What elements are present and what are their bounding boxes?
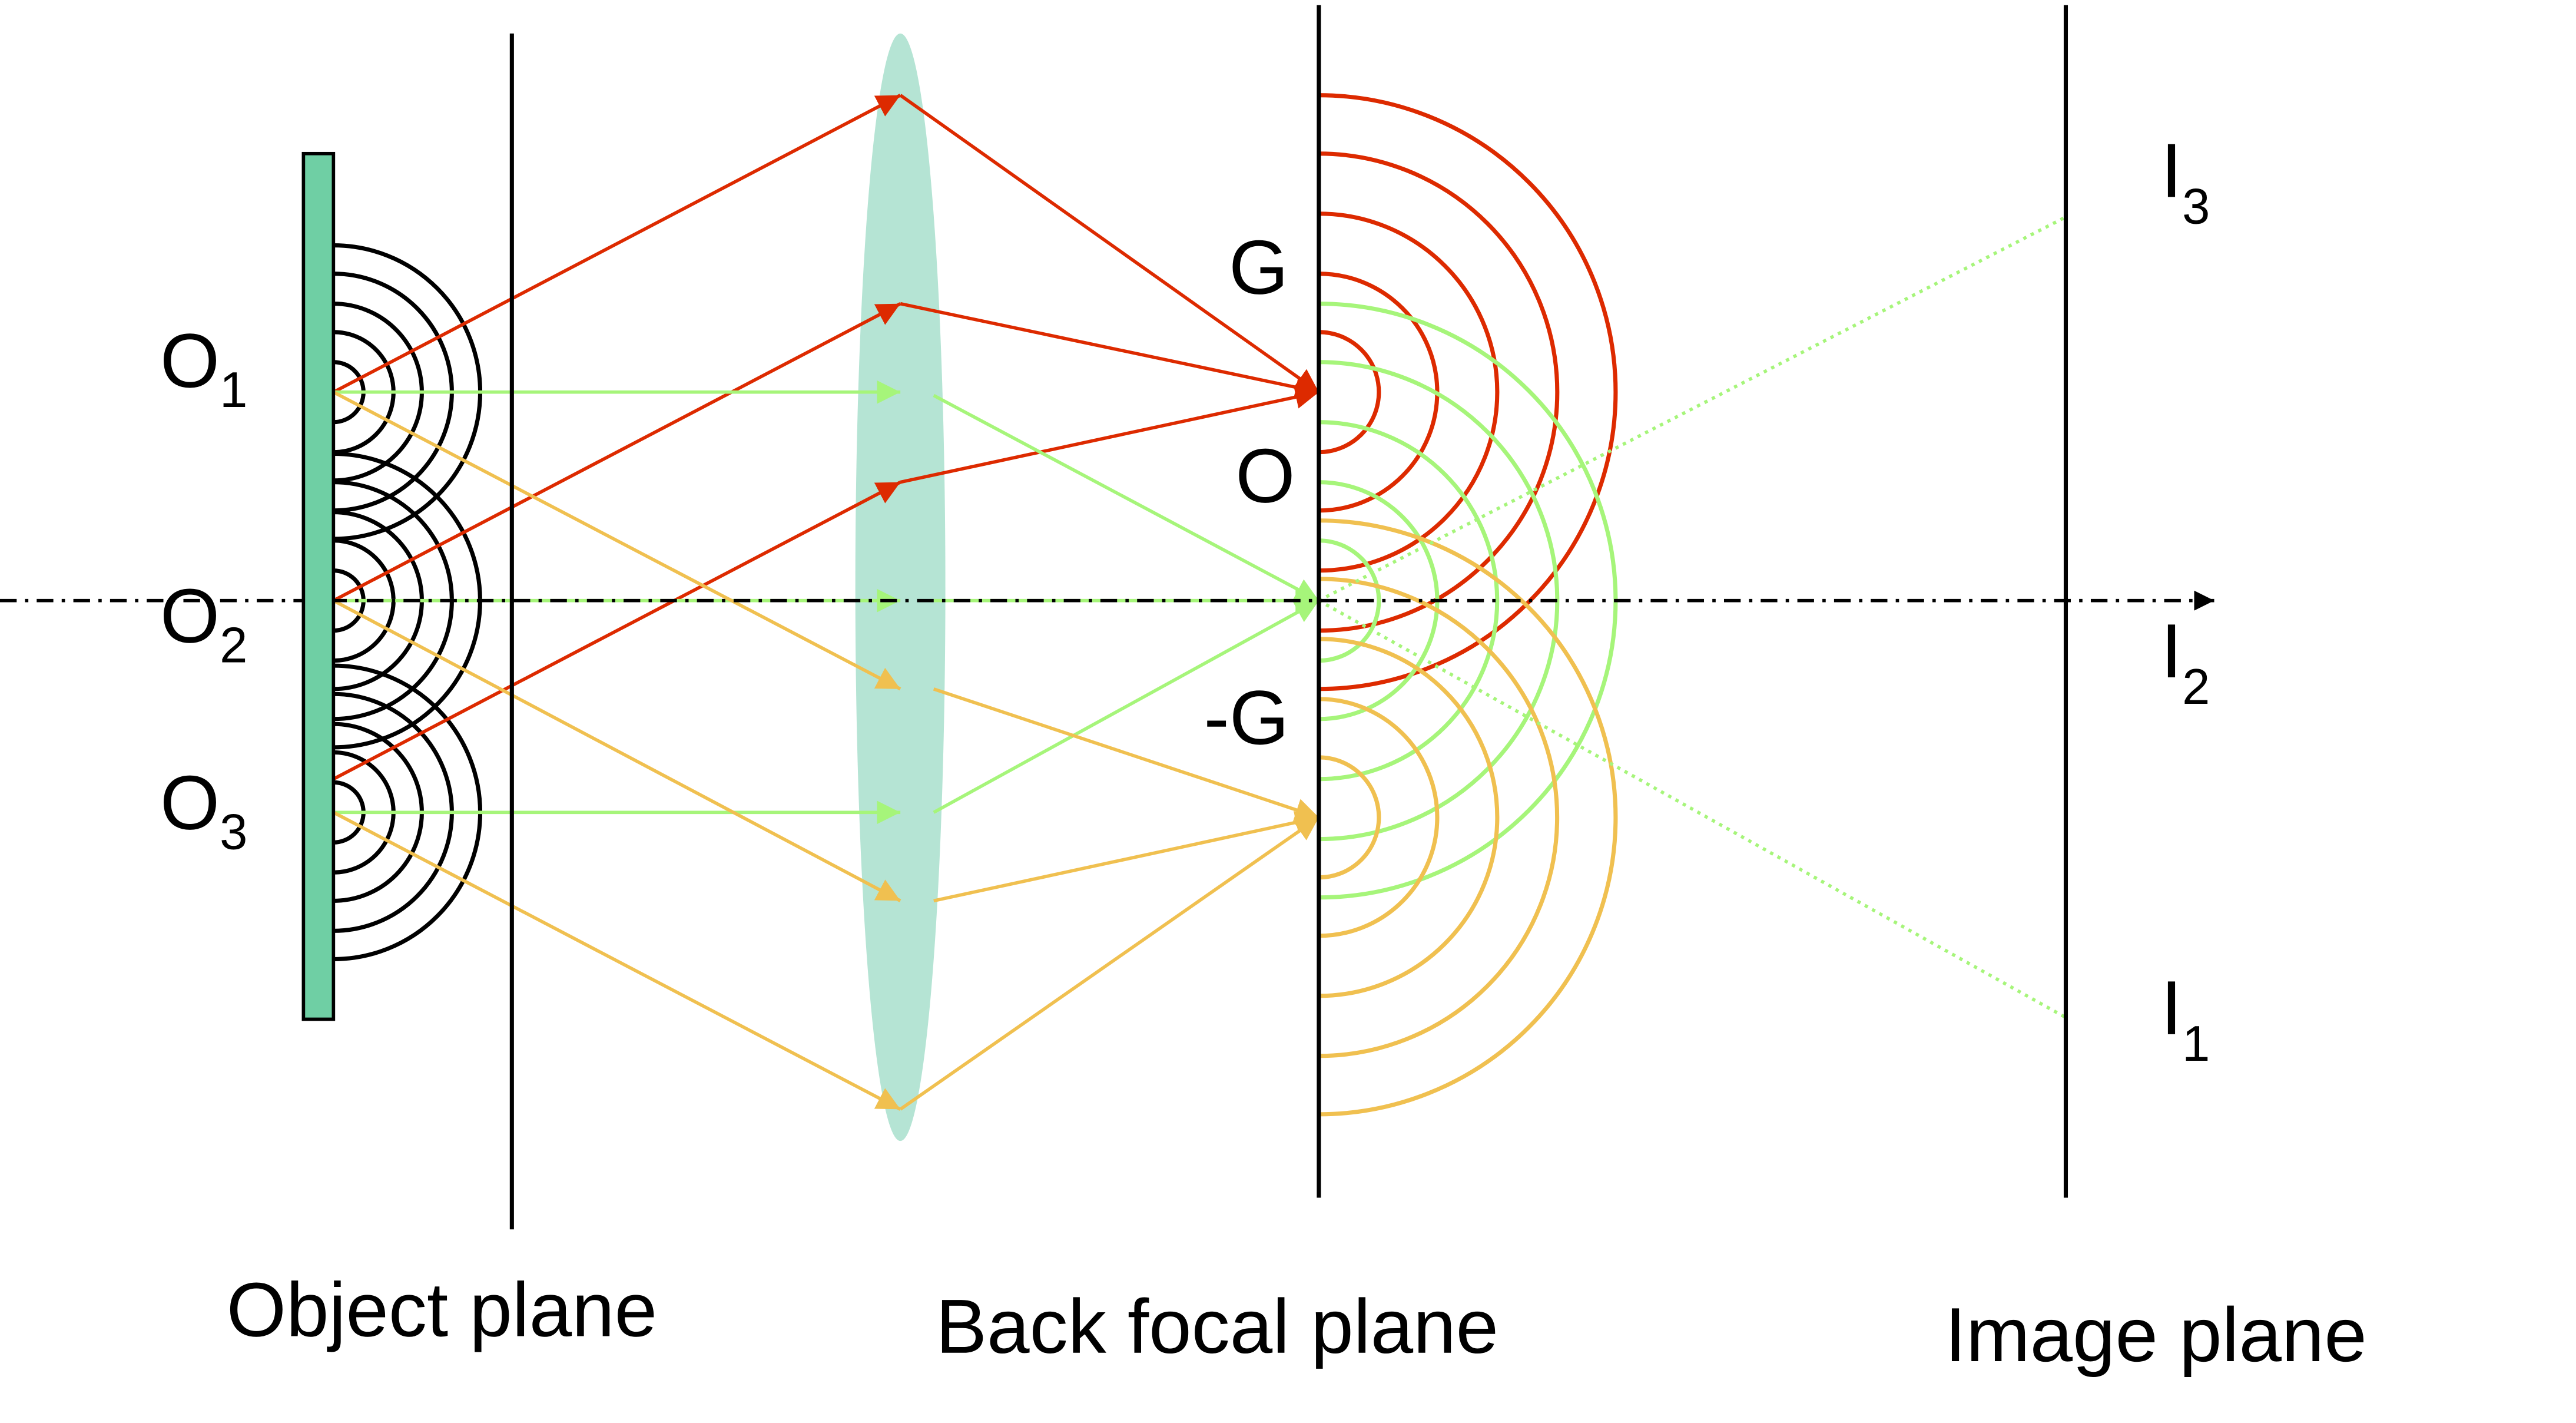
yellow-ray — [333, 391, 901, 691]
image-label-i3: I3 — [2161, 127, 2210, 234]
object-plate — [301, 151, 336, 1021]
lens — [855, 33, 946, 1141]
yellow-ray — [333, 599, 901, 902]
bfp-label-o: O — [1235, 433, 1295, 519]
red-ray — [333, 94, 901, 394]
red-ray — [333, 481, 901, 781]
bfp-wavefront-arc — [1318, 93, 1618, 691]
green-ray — [933, 393, 1320, 603]
yellow-ray — [333, 810, 901, 1111]
source-label-o2: O2 — [160, 572, 248, 673]
red-ray — [333, 302, 901, 603]
bfp-wavefront-arc — [1318, 330, 1381, 455]
bfp-label-g: G — [1229, 224, 1288, 310]
red-ray — [899, 94, 1320, 394]
bfp-label-neg-g: -G — [1204, 674, 1289, 760]
red-ray — [900, 385, 1320, 484]
bfp-wavefront-arc — [1318, 697, 1440, 938]
back-focal-plane-label: Back focal plane — [936, 1283, 1498, 1369]
yellow-ray — [933, 810, 1320, 903]
green-dotted-ray — [1318, 599, 2067, 1020]
source-label-o3: O3 — [160, 760, 248, 861]
bfp-wavefront-arc — [1318, 755, 1381, 880]
bfp-wavefront-arc — [1318, 360, 1560, 842]
bfp-wavefront-arc — [1318, 637, 1500, 998]
yellow-ray — [933, 687, 1320, 822]
source-label-o1: O1 — [160, 317, 248, 418]
bfp-wavefront-arc — [1318, 518, 1618, 1117]
image-label-i2: I2 — [2161, 608, 2210, 715]
bfp-wavefront-arc — [1318, 420, 1500, 782]
green-dotted-ray — [1318, 215, 2067, 603]
yellow-ray — [899, 816, 1320, 1111]
bfp-wavefront-arc — [1318, 538, 1381, 663]
image-label-i1: I1 — [2161, 965, 2210, 1072]
red-ray — [900, 302, 1320, 399]
bfp-wavefront-arc — [1318, 211, 1500, 573]
green-ray — [933, 599, 1320, 814]
object-plane-label: Object plane — [227, 1266, 657, 1352]
image-plane-label: Image plane — [1945, 1292, 2367, 1378]
bfp-wavefront-arc — [1318, 577, 1560, 1058]
